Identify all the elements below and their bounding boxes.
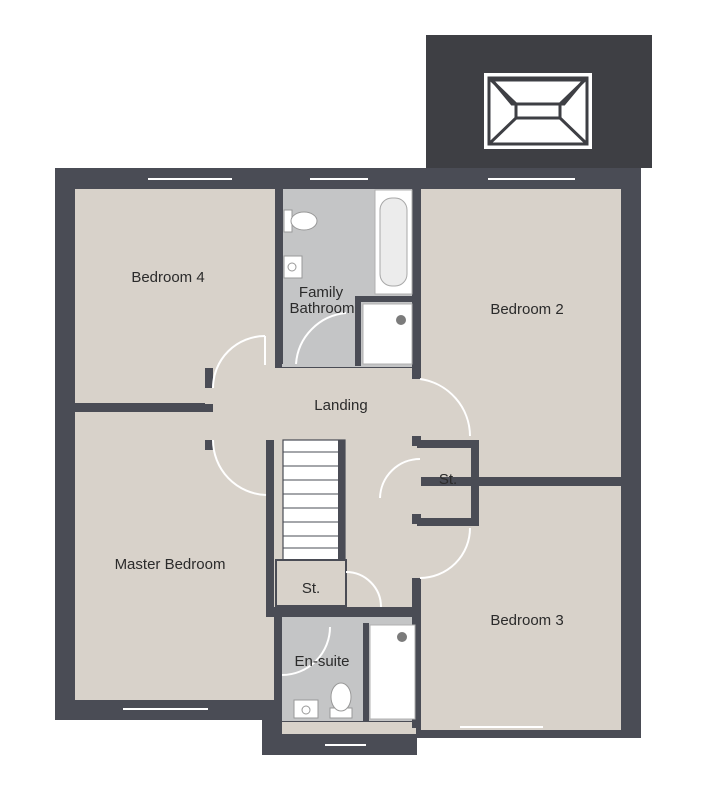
room-label-landing: Landing [314, 397, 367, 414]
room-label-bedroom2: Bedroom 2 [490, 301, 563, 318]
interior-walls [75, 189, 621, 728]
ensuite-shower-icon [369, 624, 416, 720]
windows [123, 178, 575, 746]
bedroom2-floor [421, 189, 621, 477]
basin-icon [283, 255, 303, 279]
bath-icon [374, 189, 413, 295]
room-label-ensuite: En-suite [294, 653, 349, 670]
room-label-store-landing: St. [439, 471, 457, 488]
staircase [275, 439, 347, 607]
toilet-icon [283, 209, 318, 233]
room-label-family-bathroom-line2: Bathroom [289, 300, 354, 317]
skylight-icon [484, 73, 592, 149]
bedroom3-floor [421, 486, 621, 730]
shower-tray-icon [362, 303, 413, 365]
room-label-bedroom3: Bedroom 3 [490, 612, 563, 629]
door-swings [212, 312, 471, 676]
room-label-family-bathroom: Family [299, 284, 344, 301]
ensuite-basin-icon [293, 699, 319, 719]
room-label-bedroom4: Bedroom 4 [131, 269, 204, 286]
ensuite-toilet-icon [329, 682, 353, 719]
room-label-store-stairs: St. [302, 580, 320, 597]
room-label-master-bedroom: Master Bedroom [115, 556, 226, 573]
